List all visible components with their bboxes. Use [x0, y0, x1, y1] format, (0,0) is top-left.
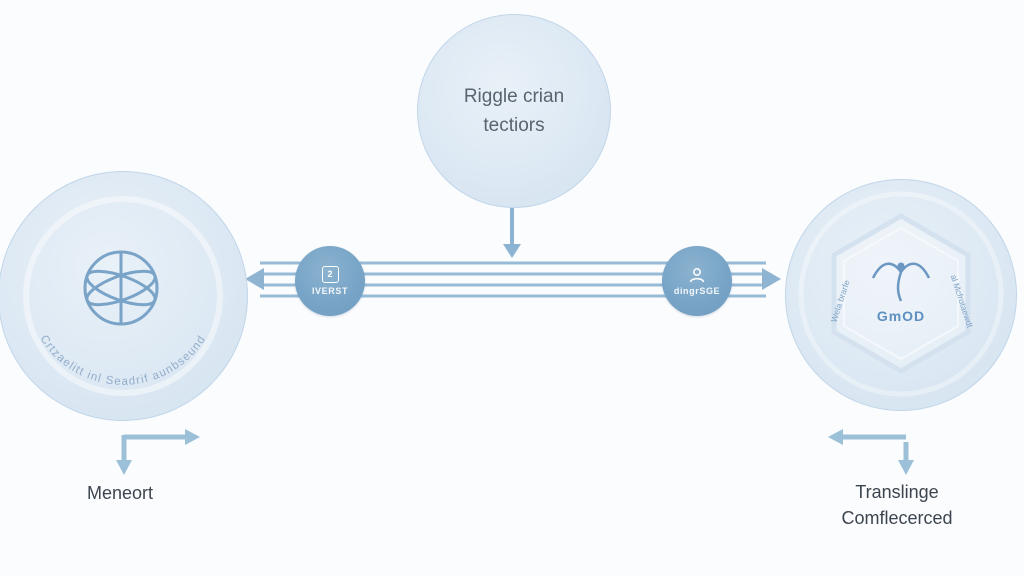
- bottom-right-connector: [828, 429, 914, 475]
- inner-ring: [798, 191, 1004, 397]
- right-node-label: GmOD: [877, 308, 925, 324]
- bottom-left-connector: [116, 429, 200, 475]
- eagle-icon: [871, 262, 931, 302]
- right-node-graphic: GmOD Wela brarfe al Mcfrotaewdt: [798, 191, 1004, 397]
- hexagon-inner: [843, 226, 959, 361]
- left-badge-label: IVERST: [311, 286, 349, 296]
- top-node-label-line1: Riggle crian: [463, 85, 565, 107]
- person-icon: [689, 267, 705, 282]
- top-connector-arrow: [503, 207, 521, 258]
- left-node-graphic: Crtzaelitt inl Seadrif aunbseund: [23, 196, 223, 396]
- left-arrowhead: [245, 268, 264, 290]
- bottom-right-caption-line2: Comflecerced: [841, 507, 953, 528]
- top-node-label: Riggle crian tectiors: [464, 82, 564, 141]
- right-badge: dingrSGE: [662, 246, 732, 316]
- right-node: GmOD Wela brarfe al Mcfrotaewdt: [785, 179, 1017, 411]
- bottom-left-caption: Meneort: [86, 483, 154, 503]
- bottom-right-caption: Translinge Comflecerced: [802, 480, 992, 531]
- left-node-arc-text: Crtzaelitt inl Seadrif aunbseund: [38, 333, 209, 388]
- bottom-right-caption-line1: Translinge: [855, 482, 939, 502]
- left-node: Crtzaelitt inl Seadrif aunbseund: [0, 171, 248, 421]
- right-badge-label: dingrSGE: [673, 285, 721, 296]
- top-node-label-line2: tectiors: [483, 115, 545, 136]
- right-arrowhead: [762, 268, 781, 290]
- hexagon-shape: [831, 213, 971, 374]
- chip-icon: 2: [321, 266, 339, 283]
- top-node: Riggle crian tectiors: [417, 14, 611, 208]
- left-badge: 2 IVERST: [295, 246, 365, 316]
- globe-icon: [83, 250, 159, 326]
- inner-ring: [23, 196, 223, 396]
